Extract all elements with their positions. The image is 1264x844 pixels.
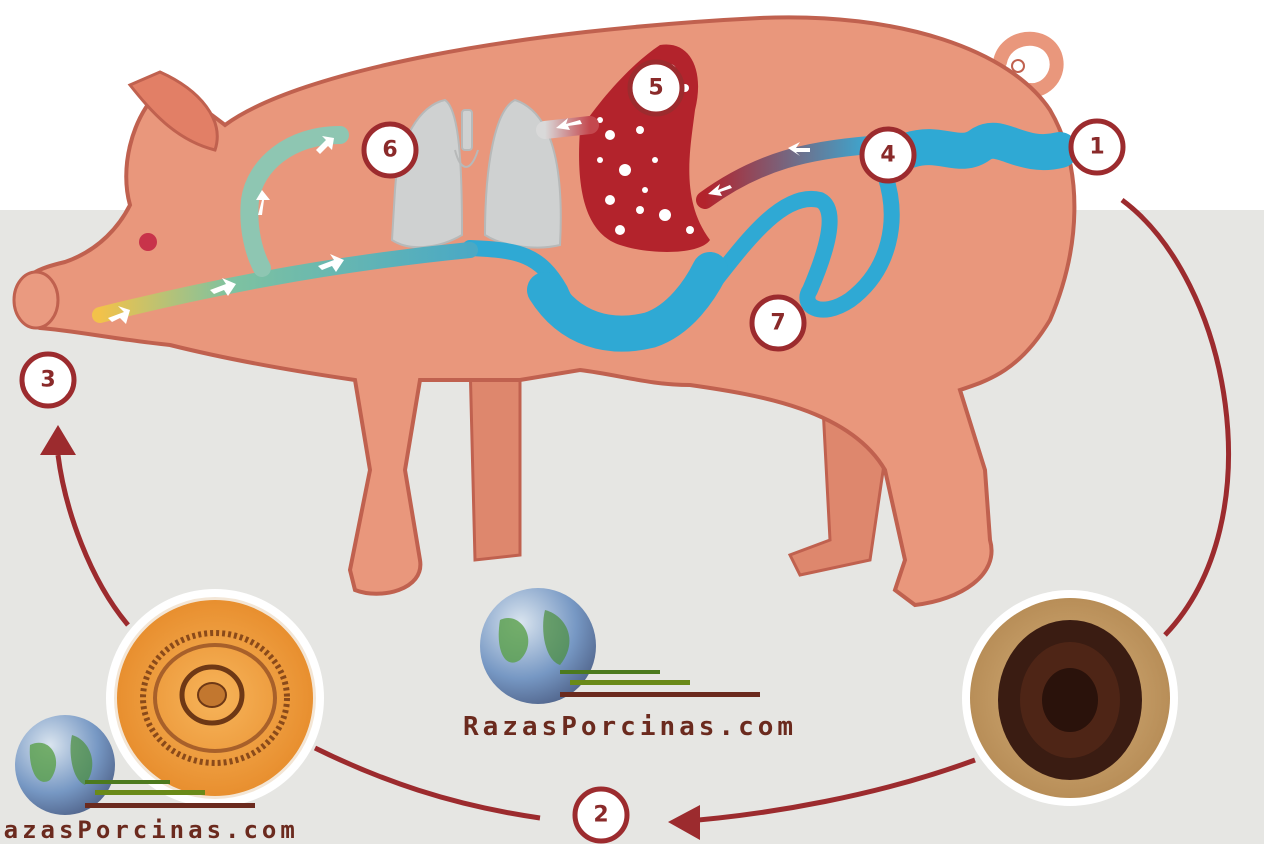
stage-label-5: 5 — [648, 76, 663, 101]
stage-label-2: 2 — [593, 803, 608, 828]
stage-label-4: 4 — [880, 143, 895, 168]
watermark-text-corner: RazasPorcinas.com — [0, 816, 299, 844]
stage-badge-4: 4 — [862, 129, 914, 181]
stage-badge-1: 1 — [1071, 121, 1123, 173]
stage-label-6: 6 — [382, 138, 397, 163]
stage-badge-5: 5 — [630, 62, 682, 114]
pig-eye — [139, 233, 157, 251]
watermark-text-center: RazasPorcinas.com — [463, 712, 797, 742]
stage-label-1: 1 — [1089, 135, 1104, 160]
stage-label-7: 7 — [770, 311, 785, 336]
stage-badge-2: 2 — [575, 789, 627, 841]
stage-label-3: 3 — [40, 368, 55, 393]
stage-badge-6: 6 — [364, 124, 416, 176]
stage-badge-3: 3 — [22, 354, 74, 406]
egg-micrograph-embryonated — [110, 593, 320, 803]
stage-badge-7: 7 — [752, 297, 804, 349]
pig-front-leg-far — [470, 360, 520, 560]
pig-snout — [14, 272, 58, 328]
egg-micrograph-unembryonated — [962, 590, 1178, 806]
